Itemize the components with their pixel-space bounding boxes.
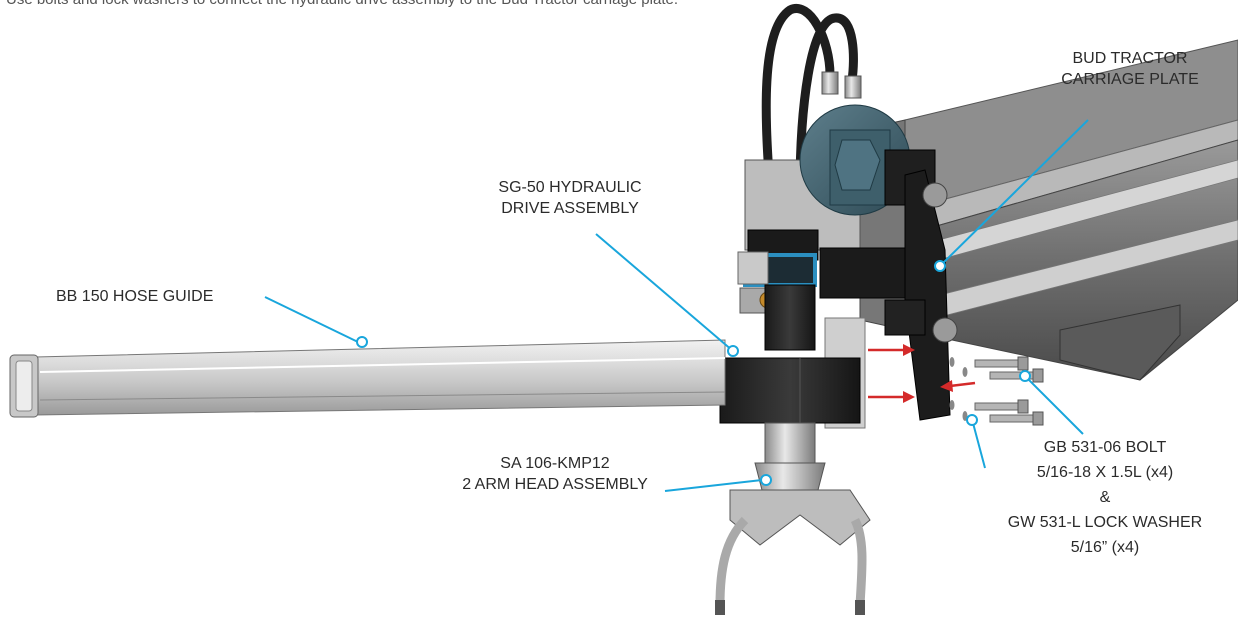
label-line: GW 531-L LOCK WASHER	[1007, 514, 1203, 531]
hydraulic-hoses	[761, 4, 858, 195]
leader-bolt	[1026, 377, 1084, 435]
leader-sa106	[664, 479, 763, 492]
label-line: DRIVE ASSEMBLY	[501, 200, 639, 217]
label-hardware-bolt-washer: GB 531-06 BOLT 5/16-18 X 1.5L (x4) & GW …	[980, 435, 1230, 560]
leader-bb150	[264, 296, 359, 343]
label-line: 5/16-18 X 1.5L (x4)	[1036, 464, 1174, 481]
label-sa106-head-assembly: SA 106-KMP12 2 ARM HEAD ASSEMBLY	[445, 453, 665, 495]
assembly-arrows	[868, 344, 976, 403]
arm-head-assembly	[715, 422, 871, 615]
carriage-plate	[884, 169, 958, 421]
label-bb150-hose-guide: BB 150 HOSE GUIDE	[56, 286, 266, 307]
label-line: BB 150 HOSE GUIDE	[56, 288, 214, 305]
leader-lines	[264, 119, 1089, 492]
label-line: 2 ARM HEAD ASSEMBLY	[462, 476, 648, 493]
leader-washer	[972, 422, 986, 469]
label-line: CARRIAGE PLATE	[1061, 71, 1199, 88]
intro-text: Use bolts and lock washers to connect th…	[6, 0, 678, 8]
hose-guide-bar	[9, 339, 726, 418]
label-line: 5/16” (x4)	[1070, 539, 1140, 556]
label-line: SG-50 HYDRAULIC	[498, 179, 642, 196]
label-bud-tractor-carriage-plate: BUD TRACTOR CARRIAGE PLATE	[1035, 48, 1225, 90]
leader-sg50	[595, 233, 734, 352]
drive-assembly	[719, 229, 906, 429]
label-line: BUD TRACTOR	[1072, 50, 1188, 67]
label-sg50-hydraulic-drive: SG-50 HYDRAULIC DRIVE ASSEMBLY	[465, 177, 675, 219]
leader-bud-tractor	[939, 119, 1089, 267]
bolts-and-washers	[949, 356, 1044, 426]
label-line: &	[1099, 489, 1111, 506]
label-line: GB 531-06 BOLT	[1043, 439, 1167, 456]
leader-endpoints	[356, 260, 1031, 486]
label-line: SA 106-KMP12	[500, 455, 610, 472]
